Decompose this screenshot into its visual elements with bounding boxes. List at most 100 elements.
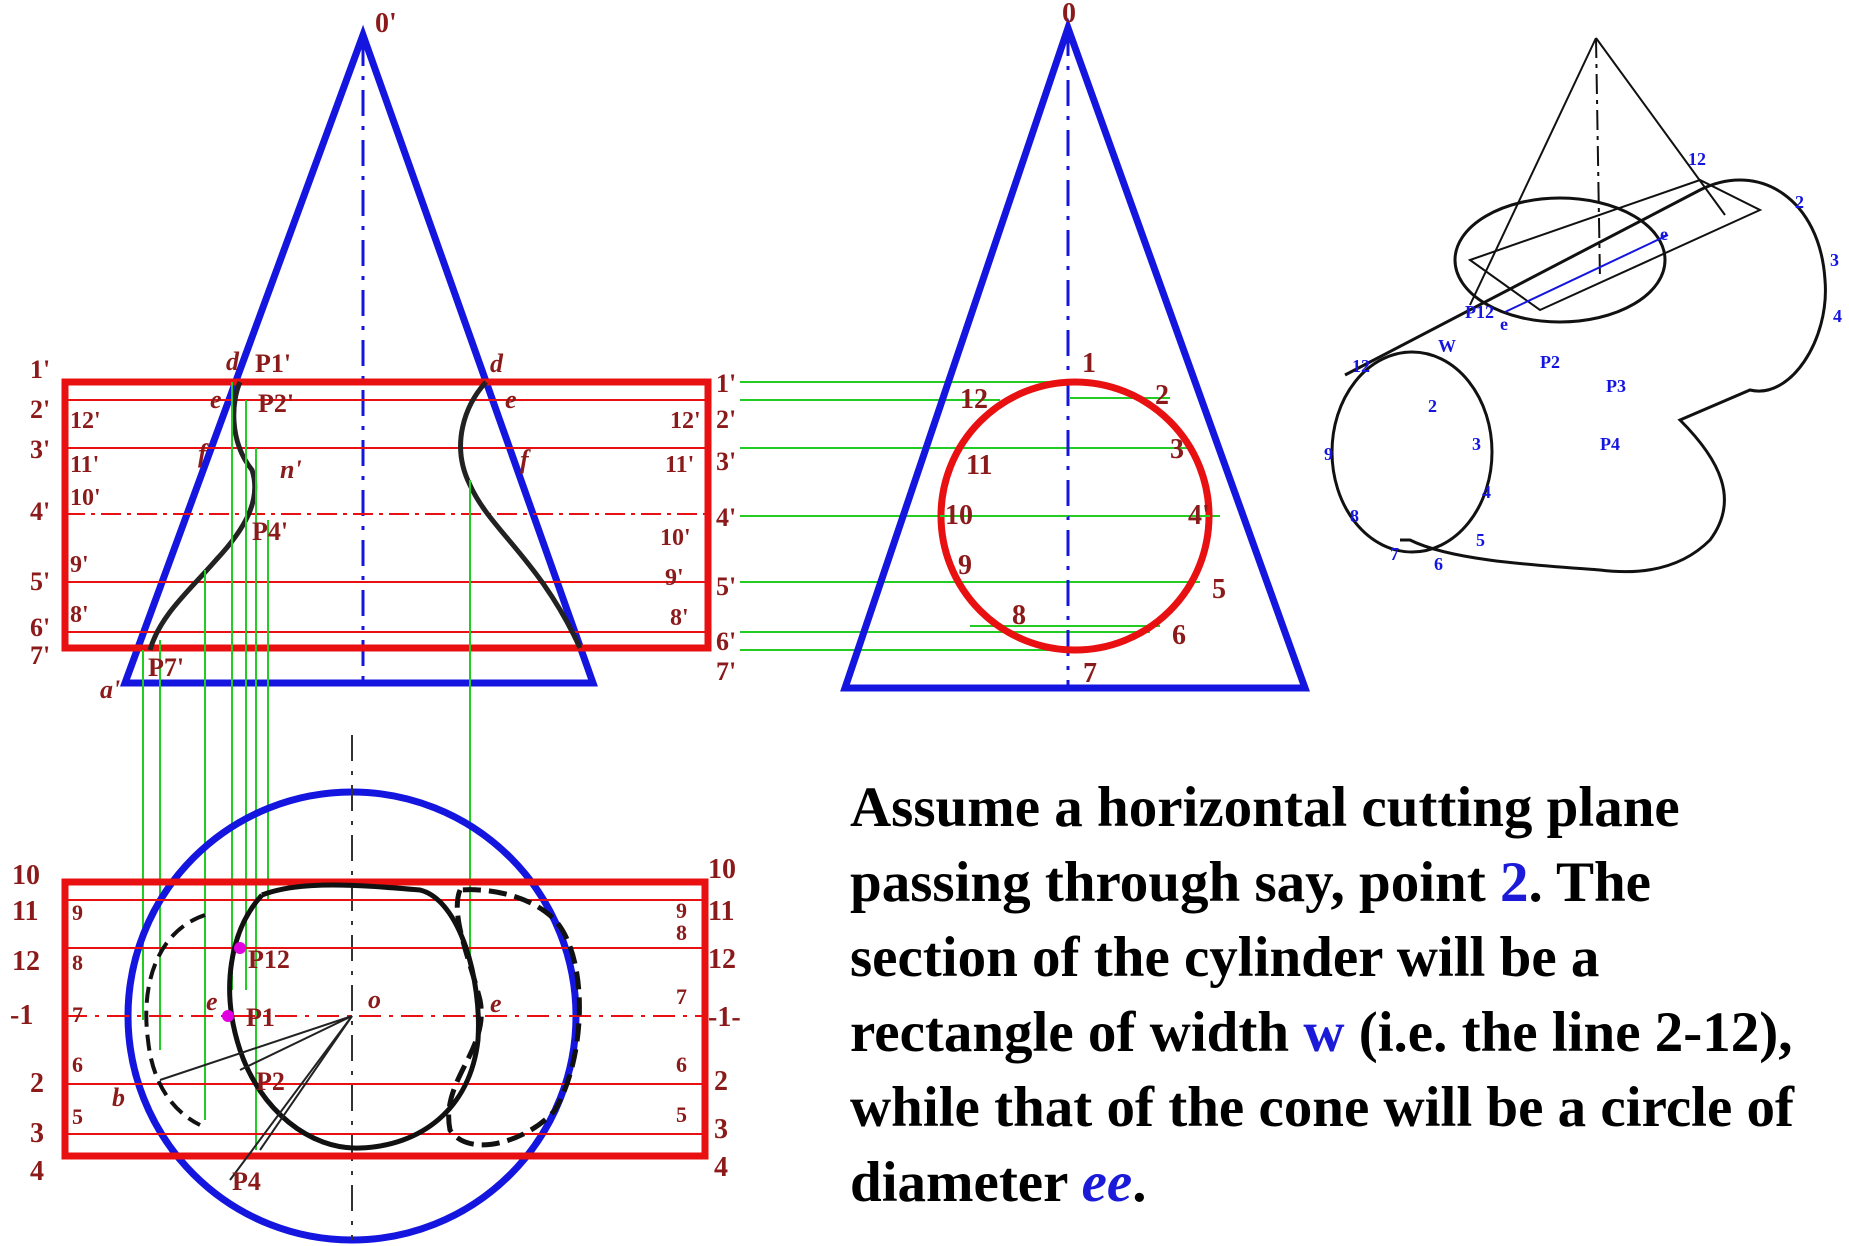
side-cone-outline xyxy=(840,17,1310,692)
iso-label-3-end: 3 xyxy=(1472,434,1481,454)
iso-label-9-end: 9 xyxy=(1324,444,1333,464)
top-inner-5-right: 5 xyxy=(676,1102,687,1127)
top-label-12-right: 12 xyxy=(708,944,736,975)
top-label-1-left: -1 xyxy=(10,1000,33,1031)
side-label-3: 3 xyxy=(1170,434,1184,465)
label-2p-left: 2' xyxy=(30,395,50,424)
iso-cone-section-ellipse xyxy=(1453,196,1667,324)
iso-label-5-end: 5 xyxy=(1476,530,1485,550)
label-d-left: d xyxy=(226,347,240,376)
top-inner-8-right: 8 xyxy=(676,920,687,945)
top-left-outer-labels: 10 11 12 -1 2 3 4 xyxy=(10,860,44,1187)
side-label-7: 7 xyxy=(1083,658,1097,689)
top-label-p2: P2 xyxy=(256,1067,285,1096)
top-label-2-right: 2 xyxy=(714,1066,728,1097)
top-label-1-right: -1- xyxy=(708,1002,741,1033)
label-1p-right: 1' xyxy=(716,369,736,398)
label-9p-right: 9' xyxy=(665,565,684,591)
top-inner-7-left: 7 xyxy=(72,1002,83,1027)
top-label-p4: P4 xyxy=(232,1167,261,1196)
label-11p-left: 11' xyxy=(70,452,99,478)
top-label-b: b xyxy=(112,1083,125,1112)
side-label-10: 10 xyxy=(945,500,973,531)
iso-label-4-top: 4 xyxy=(1833,306,1842,326)
caption-point: 2 xyxy=(1499,851,1529,914)
top-inner-7-right: 7 xyxy=(676,984,687,1009)
side-circle-labels: 1 2 3 4' 5 6 7 8 9 10 11 12 xyxy=(945,348,1226,689)
top-label-3-left: 3 xyxy=(30,1118,44,1149)
caption-part3: (i.e. the line 2-12), while that of the … xyxy=(850,1001,1795,1214)
label-10p-right: 10' xyxy=(660,525,691,551)
iso-label-3-top: 3 xyxy=(1830,250,1839,270)
iso-label-w: W xyxy=(1438,336,1456,356)
caption-part1: Assume a horizontal cutting plane passin… xyxy=(850,776,1680,914)
top-label-3-right: 3 xyxy=(714,1114,728,1145)
iso-label-12-end: 12 xyxy=(1352,356,1370,376)
label-p1-prime: P1' xyxy=(255,349,291,378)
point-p1-marker xyxy=(222,1010,234,1022)
iso-section-hatch xyxy=(1467,178,1763,312)
front-view: 0' 1' 2' 3' 4' 5' 6' 7' 1' 2' 3' 4' 5' 6… xyxy=(30,8,736,1150)
front-right-cylinder-labels: 1' 2' 3' 4' 5' 6' 7' xyxy=(716,369,736,686)
top-label-4-left: 4 xyxy=(30,1156,44,1187)
label-e-right: e xyxy=(505,385,517,414)
label-1p-left: 1' xyxy=(30,355,50,384)
caption-part4: . xyxy=(1132,1151,1147,1214)
iso-label-p2: P2 xyxy=(1540,352,1560,372)
iso-cone-axis xyxy=(1595,37,1601,281)
iso-label-7-end: 7 xyxy=(1390,544,1399,564)
front-cone-outline xyxy=(119,24,598,687)
front-right-intersection-curve xyxy=(458,380,583,650)
label-p2-prime: P2' xyxy=(258,389,294,418)
top-center-label: o xyxy=(368,985,381,1014)
label-8p-right: 8' xyxy=(670,605,689,631)
side-label-12: 12 xyxy=(960,384,988,415)
label-5p-right: 5' xyxy=(716,572,736,601)
top-label-10-left: 10 xyxy=(12,860,40,891)
front-point-labels: P1' P2' P4' P7' xyxy=(148,349,294,682)
label-7p-right: 7' xyxy=(716,657,736,686)
iso-label-2-end: 2 xyxy=(1428,396,1437,416)
front-inner-labels: 12' 11' 10' 9' 8' 12' 11' 10' 9' 8' xyxy=(70,408,701,631)
side-label-4p: 4' xyxy=(1188,500,1210,531)
caption-width-symbol: w xyxy=(1303,1001,1345,1064)
label-3p-right: 3' xyxy=(716,447,736,476)
iso-cone-edge-right xyxy=(1595,37,1726,216)
top-label-e-left: e xyxy=(206,987,218,1016)
iso-label-2-top: 2 xyxy=(1795,192,1804,212)
label-12p-left: 12' xyxy=(70,408,101,434)
side-label-11: 11 xyxy=(966,450,992,481)
iso-label-6-end: 6 xyxy=(1434,554,1443,574)
top-label-4-right: 4 xyxy=(714,1152,728,1183)
iso-cylinder-body xyxy=(1344,178,1827,574)
label-a-prime: a' xyxy=(100,675,120,704)
label-p7-prime: P7' xyxy=(148,653,184,682)
label-5p-left: 5' xyxy=(30,567,50,596)
top-left-dashed-curve xyxy=(144,913,206,1127)
top-view: 10 11 12 -1 2 3 4 10 11 12 -1- 2 3 4 9 8… xyxy=(10,735,741,1244)
iso-label-p3: P3 xyxy=(1606,376,1626,396)
label-p4-prime: P4' xyxy=(252,517,288,546)
label-6p-left: 6' xyxy=(30,613,50,642)
iso-label-e-upper: e xyxy=(1660,224,1668,244)
top-left-intersection-curve xyxy=(227,882,481,1151)
label-10p-left: 10' xyxy=(70,485,101,511)
top-radial-lines xyxy=(159,1015,353,1181)
isometric-view: 12 2 3 4 e e P12 W P2 P3 P4 12 2 3 4 5 6… xyxy=(1324,37,1842,574)
iso-cylinder-end-face xyxy=(1330,350,1494,554)
top-cylinder-rectangle xyxy=(61,878,709,1160)
label-9p-left: 9' xyxy=(70,552,89,578)
top-label-11-left: 11 xyxy=(12,896,38,927)
iso-label-8-end: 8 xyxy=(1350,506,1359,526)
label-2p-right: 2' xyxy=(716,405,736,434)
caption-diameter-symbol: ee xyxy=(1081,1151,1133,1214)
label-12p-right: 12' xyxy=(670,408,701,434)
top-right-outer-labels: 10 11 12 -1- 2 3 4 xyxy=(708,854,741,1183)
top-inner-9-left: 9 xyxy=(72,900,83,925)
side-view: 0 1 2 3 4' 5 6 7 8 9 10 11 12 xyxy=(840,0,1310,692)
top-generator-lines xyxy=(65,899,705,1135)
side-label-1: 1 xyxy=(1082,348,1096,379)
side-label-2: 2 xyxy=(1155,380,1169,411)
front-apex-label: 0' xyxy=(375,8,397,39)
